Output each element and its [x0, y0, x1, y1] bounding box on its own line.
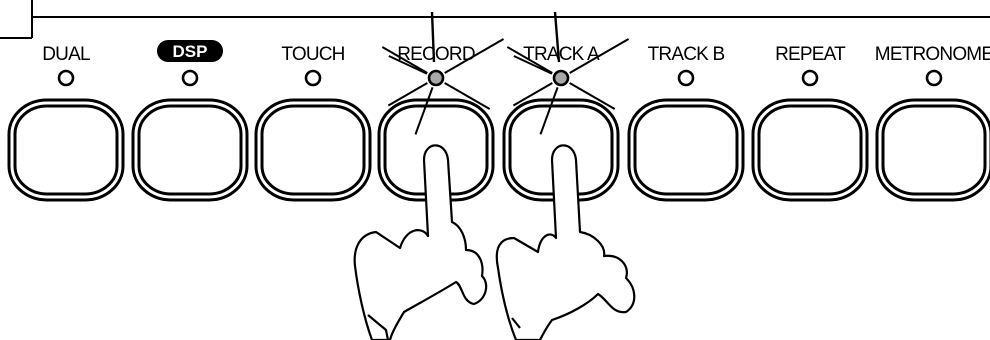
led-metronome [927, 71, 941, 85]
button-dsp[interactable] [133, 100, 247, 200]
button-dual[interactable] [9, 100, 123, 200]
button-label-dual: DUAL [42, 44, 90, 65]
panel-buttons [9, 100, 990, 200]
button-label-metronome: METRONOME [875, 44, 990, 65]
led-indicators [59, 71, 941, 85]
panel-frame [0, 0, 990, 38]
button-label-repeat: REPEAT [775, 44, 846, 65]
button-label-track-b: TRACK B [648, 44, 725, 65]
led-dual [59, 71, 73, 85]
led-record [429, 71, 443, 85]
led-track-b [679, 71, 693, 85]
dsp-badge: DSP [157, 40, 223, 62]
led-dsp [183, 71, 197, 85]
button-metronome[interactable] [877, 100, 990, 200]
led-track-a [554, 71, 568, 85]
led-repeat [803, 71, 817, 85]
button-track-b[interactable] [629, 100, 743, 200]
led-touch [306, 71, 320, 85]
button-repeat[interactable] [753, 100, 867, 200]
button-touch[interactable] [256, 100, 370, 200]
button-label-touch: TOUCH [281, 44, 344, 65]
button-label-dsp: DSP [173, 42, 208, 61]
